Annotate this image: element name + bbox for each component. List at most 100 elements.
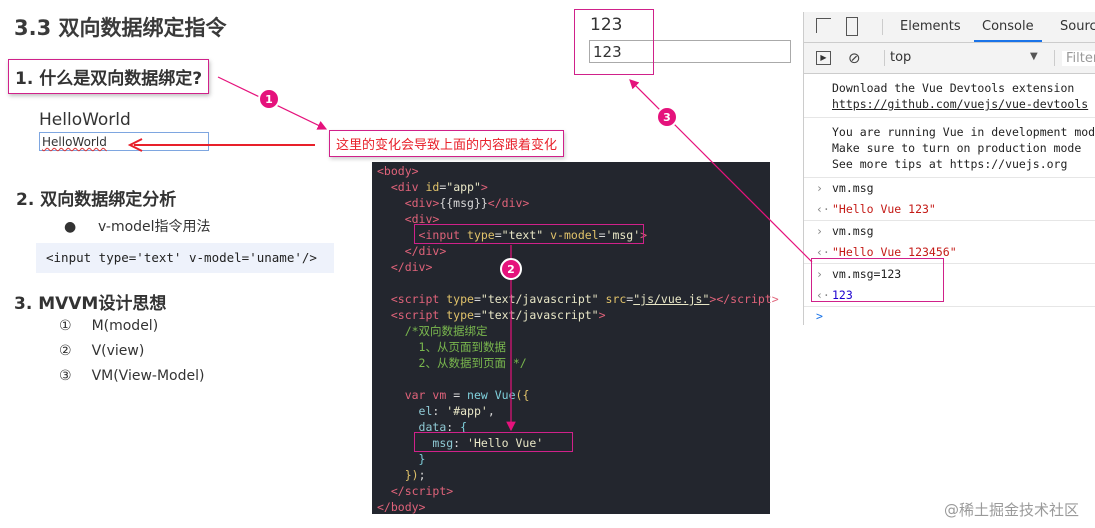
- code-token: var: [404, 388, 426, 402]
- devtools-panel: Elements Console Sources ▶ ⊘ top ▼ Filte…: [803, 12, 1095, 325]
- input-text: vm.msg=123: [832, 267, 902, 281]
- output-text: "Hello Vue 123": [832, 202, 936, 216]
- device-toggle-icon[interactable]: [846, 17, 858, 36]
- tab-console[interactable]: Console: [974, 12, 1042, 42]
- console-message: Download the Vue Devtools extension http…: [804, 74, 1095, 118]
- code-line: <div id="app">: [377, 179, 488, 195]
- item-label: V(view): [91, 343, 145, 359]
- code-token: =: [473, 292, 481, 306]
- code-line: 1、从页面到数据: [377, 339, 506, 355]
- code-token: {{msg}}: [439, 196, 488, 210]
- code-token: <body>: [377, 164, 419, 178]
- console-message: You are running Vue in development mode.…: [804, 118, 1095, 178]
- section-1-heading: 1. 什么是双向数据绑定?: [8, 59, 210, 94]
- console-entry: ›vm.msg ‹·"Hello Vue 123": [804, 178, 1095, 221]
- code-line: </div>: [377, 259, 433, 275]
- code-token: <script: [390, 292, 440, 306]
- code-token: v-model: [543, 228, 599, 242]
- section-3-heading: 3. MVVM设计思想: [14, 294, 167, 314]
- item-number: ③: [59, 368, 72, 384]
- code-token: ,: [487, 404, 495, 418]
- code-token: "app": [446, 180, 481, 194]
- code-line: <script type="text/javascript" src="js/v…: [377, 291, 779, 307]
- console-output-line: ‹·"Hello Vue 123": [816, 202, 936, 216]
- code-editor: <body> <div id="app"> <div>{{msg}}</div>…: [372, 162, 779, 514]
- code-token: <div>: [404, 212, 440, 226]
- clear-console-icon[interactable]: ⊘: [848, 49, 861, 67]
- message-link[interactable]: https://github.com/vuejs/vue-devtools: [832, 97, 1089, 111]
- code-token: <input: [418, 228, 461, 242]
- code-token: =: [598, 228, 606, 242]
- code-token: <div: [390, 180, 419, 194]
- code-token: =: [446, 388, 468, 402]
- sidebar-toggle-icon[interactable]: ▶: [816, 51, 831, 65]
- input-text: vm.msg: [832, 181, 874, 195]
- badge-2: 2: [500, 258, 522, 280]
- code-token: </script>: [390, 484, 454, 498]
- code-token: </div>: [404, 244, 447, 258]
- code-token: type: [460, 228, 495, 242]
- code-token: </div>: [487, 196, 530, 210]
- code-token: "text": [501, 228, 544, 242]
- watermark: @稀土掘金技术社区: [943, 501, 1079, 519]
- inspect-icon[interactable]: [816, 18, 831, 33]
- arrow-3: [629, 79, 813, 263]
- highlight-box: [574, 9, 654, 75]
- highlight-console-entry: [811, 258, 944, 302]
- code-token: =: [439, 180, 447, 194]
- code-line: <script type="text/javascript">: [377, 307, 606, 323]
- code-token: ({: [515, 388, 530, 402]
- highlight-msg-line: [414, 432, 573, 452]
- demo-input[interactable]: HelloWorld: [39, 132, 209, 151]
- tab-elements[interactable]: Elements: [900, 19, 961, 34]
- code-token: =: [473, 308, 481, 322]
- message-line: You are running Vue in development mode.: [832, 125, 1095, 139]
- code-token: '#app': [446, 404, 488, 418]
- code-line: el: '#app',: [377, 403, 495, 419]
- console-input-line: ›vm.msg: [816, 181, 874, 195]
- console-input-line: ›vm.msg=123: [816, 267, 902, 281]
- badge-1: 1: [258, 88, 280, 110]
- code-token: {: [460, 420, 468, 434]
- bullet-text: v-model指令用法: [98, 219, 211, 235]
- tab-sources[interactable]: Sources: [1060, 19, 1095, 34]
- code-line: 2、从数据到页面 */: [377, 355, 527, 371]
- code-token: }): [404, 468, 419, 482]
- console-toolbar: ▶ ⊘ top ▼ Filter: [804, 43, 1095, 74]
- code-line: <div>: [377, 211, 440, 227]
- code-token: >: [598, 308, 606, 322]
- demo-text: HelloWorld: [39, 110, 131, 130]
- console-output-line: ‹·123: [816, 288, 853, 302]
- dropdown-arrow-icon[interactable]: ▼: [1030, 51, 1038, 62]
- item-label: VM(View-Model): [91, 368, 205, 384]
- bound-input[interactable]: 123: [589, 40, 791, 63]
- divider: [882, 19, 883, 35]
- code-token: ;: [418, 468, 426, 482]
- filter-input[interactable]: Filter: [1062, 51, 1095, 66]
- code-token: 2、从数据到页面 */: [377, 356, 527, 370]
- code-token: <script: [390, 308, 440, 322]
- arrow-callout-head: [127, 138, 143, 152]
- code-line: </div>: [377, 243, 447, 259]
- code-token: "text/javascript": [480, 292, 599, 306]
- console-output-line: ‹·"Hello Vue 123456": [816, 245, 957, 259]
- input-text: vm.msg: [832, 224, 874, 238]
- message-line: See more tips at https://vuejs.org: [832, 157, 1068, 171]
- code-token: src: [598, 292, 627, 306]
- console-prompt[interactable]: >: [804, 307, 1095, 325]
- message-line: Download the Vue Devtools extension: [832, 81, 1075, 95]
- code-token: :: [446, 420, 461, 434]
- code-line: });: [377, 467, 426, 483]
- code-token: "text/javascript": [480, 308, 599, 322]
- code-token: 'msg': [605, 228, 641, 242]
- badge-number: 2: [507, 263, 515, 276]
- context-select[interactable]: top: [890, 50, 912, 65]
- console-input-line: ›vm.msg: [816, 224, 874, 238]
- console-entry: ›vm.msg ‹·"Hello Vue 123456": [804, 221, 1095, 264]
- code-token: 1、从页面到数据: [377, 340, 506, 354]
- code-token: =: [494, 228, 502, 242]
- code-token: :: [453, 436, 468, 450]
